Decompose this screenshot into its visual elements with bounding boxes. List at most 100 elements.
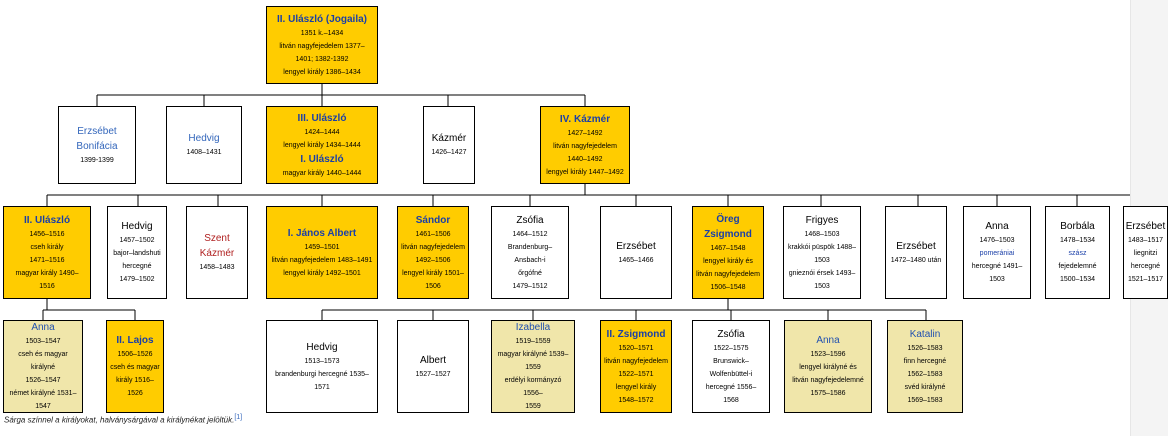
- person-detail: 1506: [425, 282, 441, 290]
- person-detail: 1457–1502: [119, 237, 155, 244]
- person-detail: lengyel király: [615, 383, 657, 391]
- person-detail: litván nagyfejedelem 1483–1491: [271, 256, 373, 264]
- person-detail: 1506–1526: [117, 351, 153, 358]
- person-name-link[interactable]: II. Ulászló: [23, 214, 71, 226]
- person-detail: 1467–1548: [710, 244, 746, 252]
- person-detail: 1464–1512: [512, 230, 548, 238]
- person-detail: 1476–1503: [979, 237, 1015, 244]
- person-box-zsigmond2: II. Zsigmond 1520–1571 litván nagyfejedele…: [600, 320, 672, 413]
- person-detail: litván nagyfejedelem: [604, 357, 668, 365]
- person-name-link[interactable]: Szent Kázmér: [199, 233, 235, 259]
- person-detail: 1548–1572: [618, 396, 654, 404]
- person-detail: király 1516–: [116, 377, 154, 384]
- person-box-kazmer-1: Kázmér 1426–1427: [423, 106, 475, 184]
- person-detail: lengyel király 1447–1492: [546, 168, 624, 176]
- person-name-link[interactable]: Albert: [419, 354, 447, 366]
- person-name-link[interactable]: Öreg Zsigmond: [704, 213, 752, 240]
- person-box-ulaszlo2b: II. Ulászló 1456–1516 cseh király 1471–1516…: [3, 206, 91, 299]
- person-detail: 1471–1516: [29, 256, 65, 264]
- person-detail: hercegné: [122, 263, 152, 270]
- person-detail: 1426–1427: [431, 149, 467, 156]
- person-detail: magyar király 1440–1444: [282, 169, 362, 177]
- person-name-link[interactable]: Anna: [985, 221, 1009, 232]
- person-name-link[interactable]: Borbála: [1060, 221, 1095, 232]
- person-detail: litván nagyfejedelem 1377–: [279, 42, 365, 50]
- person-detail: 1526: [127, 390, 143, 397]
- person-name-link[interactable]: II. Lajos: [116, 335, 154, 346]
- person-detail: cseh király: [30, 243, 64, 251]
- person-detail: 1465–1466: [618, 256, 654, 264]
- person-name-link[interactable]: Sándor: [415, 214, 451, 226]
- person-detail: litván nagyfejedelem: [553, 142, 617, 150]
- footnote-text: Sárga színnel a királyokat, halványsárgá…: [4, 415, 235, 425]
- person-detail: lengyel királyné és: [799, 364, 857, 371]
- person-detail: 1479–1502: [119, 276, 155, 283]
- person-name-link[interactable]: III. Ulászló: [297, 112, 347, 124]
- person-detail: 1521–1517: [1127, 276, 1164, 283]
- person-detail: litván nagyfejedelem: [401, 243, 465, 251]
- person-name-link[interactable]: Erzsébet: [896, 240, 936, 252]
- person-name-link[interactable]: Erzsébet: [616, 240, 656, 252]
- person-box-lajos2: II. Lajos 1506–1526 cseh és magyar király 1…: [106, 320, 164, 413]
- person-detail-link[interactable]: szász: [1068, 250, 1087, 257]
- person-name-link[interactable]: Izabella: [515, 322, 551, 333]
- person-name-link[interactable]: Anna: [816, 335, 840, 346]
- person-name-link[interactable]: Hedvig: [306, 341, 338, 353]
- person-detail: 1568: [723, 396, 739, 404]
- person-detail: 1562–1583: [907, 370, 943, 378]
- person-name-link[interactable]: Katalin: [909, 328, 941, 340]
- person-name-link[interactable]: Frigyes: [805, 214, 839, 226]
- person-detail: hercegné 1556–: [705, 383, 757, 391]
- person-detail: 1522–1575: [713, 344, 749, 352]
- person-detail: 1503: [814, 282, 830, 290]
- tree-connector-lines: [42, 84, 1130, 320]
- person-detail: bajor–landshuti: [113, 250, 161, 257]
- person-name-link[interactable]: II. Zsigmond: [606, 328, 666, 340]
- person-name-link[interactable]: I. János Albert: [287, 227, 357, 239]
- person-detail: litván nagyfejedelemné: [792, 377, 864, 384]
- person-detail: Brunswick–: [713, 357, 749, 365]
- person-box-hedvig-2: Hedvig 1457–1502 bajor–landshuti hercegné 14…: [107, 206, 167, 299]
- person-name-link[interactable]: Erzsébet Bonifácia: [76, 125, 118, 152]
- person-detail: 1513–1573: [304, 357, 340, 365]
- person-detail: 1472–1480 után: [890, 256, 942, 264]
- person-name-link[interactable]: Anna: [31, 322, 55, 333]
- person-detail: fejedelemné: [1058, 263, 1097, 270]
- person-name-link[interactable]: II. Ulászló (Jogaila): [276, 13, 368, 25]
- person-name-link[interactable]: IV. Kázmér: [559, 113, 611, 125]
- person-detail: cseh és magyar királyné: [18, 351, 68, 371]
- person-box-erzsebet-2: Erzsébet 1472–1480 után: [885, 206, 947, 299]
- person-detail: 1506–1548: [710, 283, 746, 291]
- person-name-link[interactable]: Hedvig: [121, 221, 153, 232]
- person-name-link[interactable]: I. Ulászló: [300, 153, 344, 165]
- footnote-ref-link[interactable]: [1]: [234, 414, 243, 421]
- person-detail: 1520–1571: [618, 344, 654, 352]
- person-detail: 1424–1444: [304, 128, 340, 136]
- person-detail: 1503: [814, 256, 830, 264]
- person-name-link[interactable]: Hedvig: [188, 133, 220, 144]
- person-detail: cseh és magyar: [110, 364, 160, 371]
- person-detail: 1575–1586: [810, 390, 846, 397]
- person-detail: 1461–1506: [415, 230, 451, 238]
- person-name-link[interactable]: Kázmér: [431, 133, 467, 144]
- person-name-link[interactable]: Erzsébet: [1125, 221, 1166, 232]
- person-detail: 1456–1516: [29, 230, 65, 238]
- person-detail-link[interactable]: pomerániai: [979, 250, 1015, 257]
- person-detail: erdélyi kormányzó 1556–: [504, 377, 562, 397]
- person-detail: litván nagyfejedelem: [696, 270, 760, 278]
- person-detail: lengyel király 1492–1501: [283, 269, 361, 277]
- person-name-link[interactable]: Zsófia: [717, 328, 745, 340]
- person-detail: 1468–1503: [804, 230, 840, 238]
- person-name-link[interactable]: Zsófia: [516, 214, 544, 226]
